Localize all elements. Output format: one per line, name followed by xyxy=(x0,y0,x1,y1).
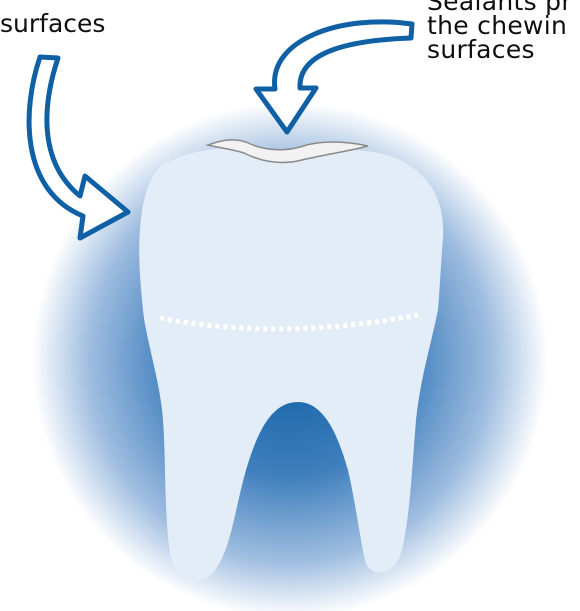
caption-right: Sealants pr the chewin surfaces xyxy=(427,0,572,62)
curved-arrow-right-icon xyxy=(29,57,128,238)
caption-right-line-3: surfaces xyxy=(427,38,572,62)
caption-left-line-1: surfaces xyxy=(0,9,105,38)
caption-left: surfaces xyxy=(0,12,105,36)
